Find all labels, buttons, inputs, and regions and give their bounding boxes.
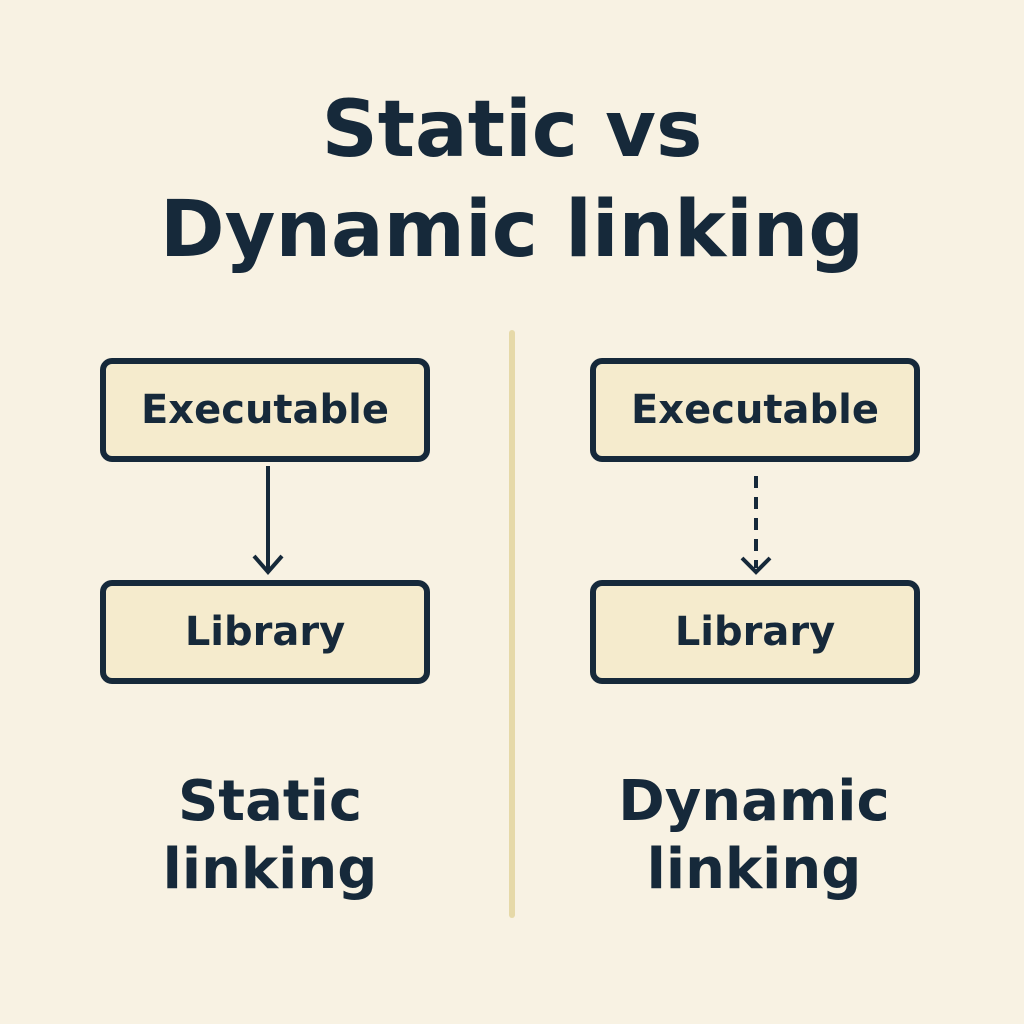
static-linking-caption: Static linking xyxy=(90,768,450,904)
static-library-label: Library xyxy=(184,609,346,655)
dynamic-caption-line-2: linking xyxy=(646,837,862,902)
diagram-title-line-1: Static vs xyxy=(321,85,703,175)
static-caption-line-2: linking xyxy=(162,837,378,902)
dynamic-executable-label: Executable xyxy=(630,387,880,433)
dynamic-library-box: Library xyxy=(590,580,920,684)
dynamic-linking-caption: Dynamic linking xyxy=(574,768,934,904)
static-link-arrow xyxy=(252,466,284,576)
dynamic-link-arrow xyxy=(740,476,772,575)
dynamic-caption-line-1: Dynamic xyxy=(618,769,890,834)
static-library-box: Library xyxy=(100,580,430,684)
static-caption-line-1: Static xyxy=(177,769,363,834)
dynamic-executable-box: Executable xyxy=(590,358,920,462)
dynamic-library-label: Library xyxy=(674,609,836,655)
static-executable-box: Executable xyxy=(100,358,430,462)
diagram-title-line-2: Dynamic linking xyxy=(159,185,865,275)
center-divider xyxy=(509,330,515,918)
static-executable-label: Executable xyxy=(140,387,390,433)
